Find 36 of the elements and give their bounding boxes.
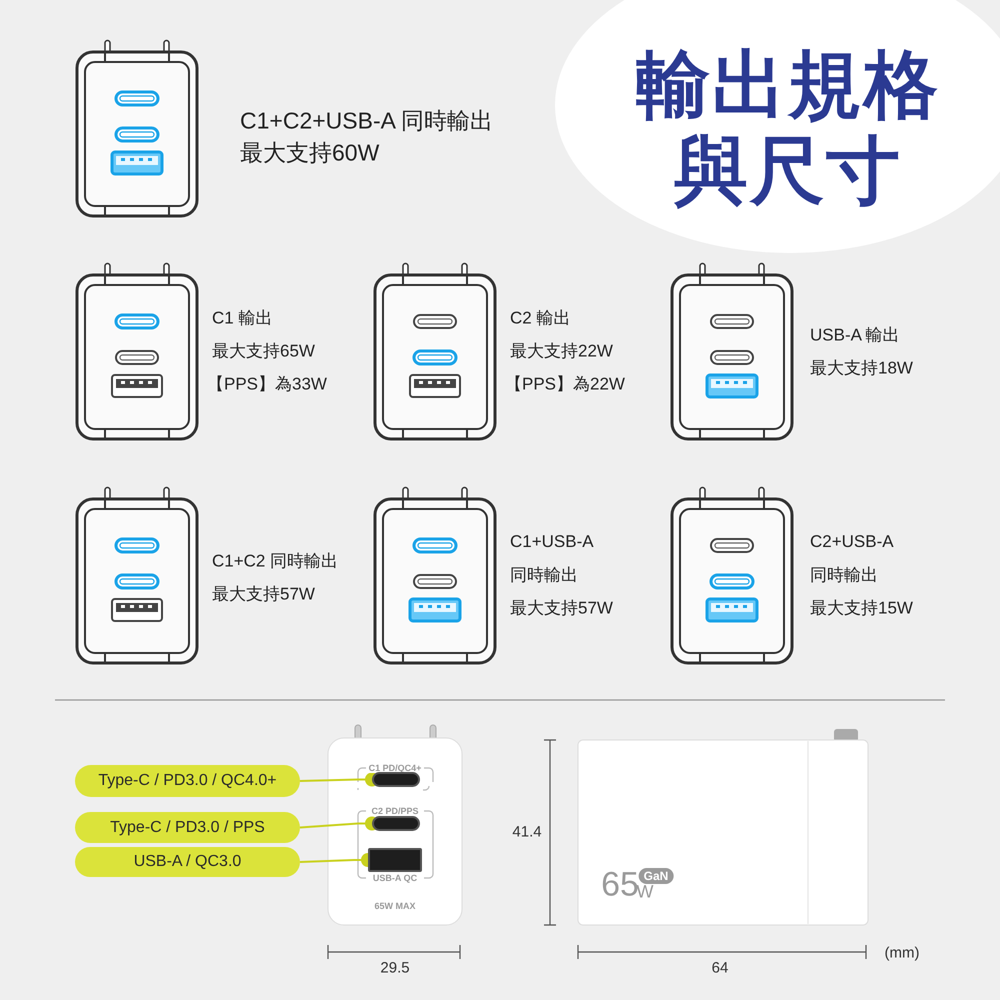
- spec-text: USB-A 輸出: [810, 324, 900, 346]
- port-label-pill: Type-C / PD3.0 / PPS: [75, 812, 300, 843]
- dimension-value: (mm): [884, 944, 920, 962]
- port-label: C1 PD/QC4+: [366, 763, 424, 773]
- spec-text: C1+C2+USB-A 同時輸出: [240, 106, 494, 136]
- spec-text: 【PPS】為33W: [207, 374, 327, 396]
- spec-text: C1 輸出: [212, 308, 272, 330]
- spec-text: 最大支持22W: [510, 340, 613, 362]
- gan-badge: GaN: [638, 868, 674, 884]
- spec-text: C2+USB-A: [810, 532, 894, 552]
- spec-text: 最大支持18W: [810, 358, 913, 380]
- title: 輸出規格與尺寸: [635, 42, 941, 214]
- port-opening: [372, 816, 420, 831]
- dimension-value: 29.5: [380, 960, 410, 976]
- spec-text: C2 輸出: [510, 308, 570, 330]
- spec-text: 【PPS】為22W: [505, 374, 625, 396]
- port-label-pill: Type-C / PD3.0 / QC4.0+: [75, 765, 300, 797]
- port-opening: [372, 772, 420, 787]
- spec-text: 最大支持57W: [212, 584, 315, 606]
- spec-text: 最大支持60W: [240, 138, 380, 168]
- spec-text: 最大支持65W: [212, 340, 315, 362]
- spec-text: 最大支持57W: [510, 598, 613, 620]
- spec-text: C1+USB-A: [510, 532, 594, 552]
- spec-text: 同時輸出: [510, 564, 578, 586]
- dimension-value: 64: [712, 960, 728, 976]
- spec-text: 最大支持15W: [810, 598, 913, 620]
- port-label: 65W MAX: [372, 901, 418, 911]
- port-opening: [368, 848, 422, 872]
- port-label: USB-A QC: [370, 873, 420, 883]
- dimension-value: 41.4: [512, 824, 542, 840]
- wattage-unit: W: [636, 882, 654, 902]
- wattage-mark: 65: [601, 866, 639, 904]
- spec-text: C1+C2 同時輸出: [212, 550, 338, 572]
- spec-text: 同時輸出: [810, 564, 878, 586]
- port-label-pill: USB-A / QC3.0: [75, 847, 300, 877]
- port-label: C2 PD/PPS: [369, 806, 421, 816]
